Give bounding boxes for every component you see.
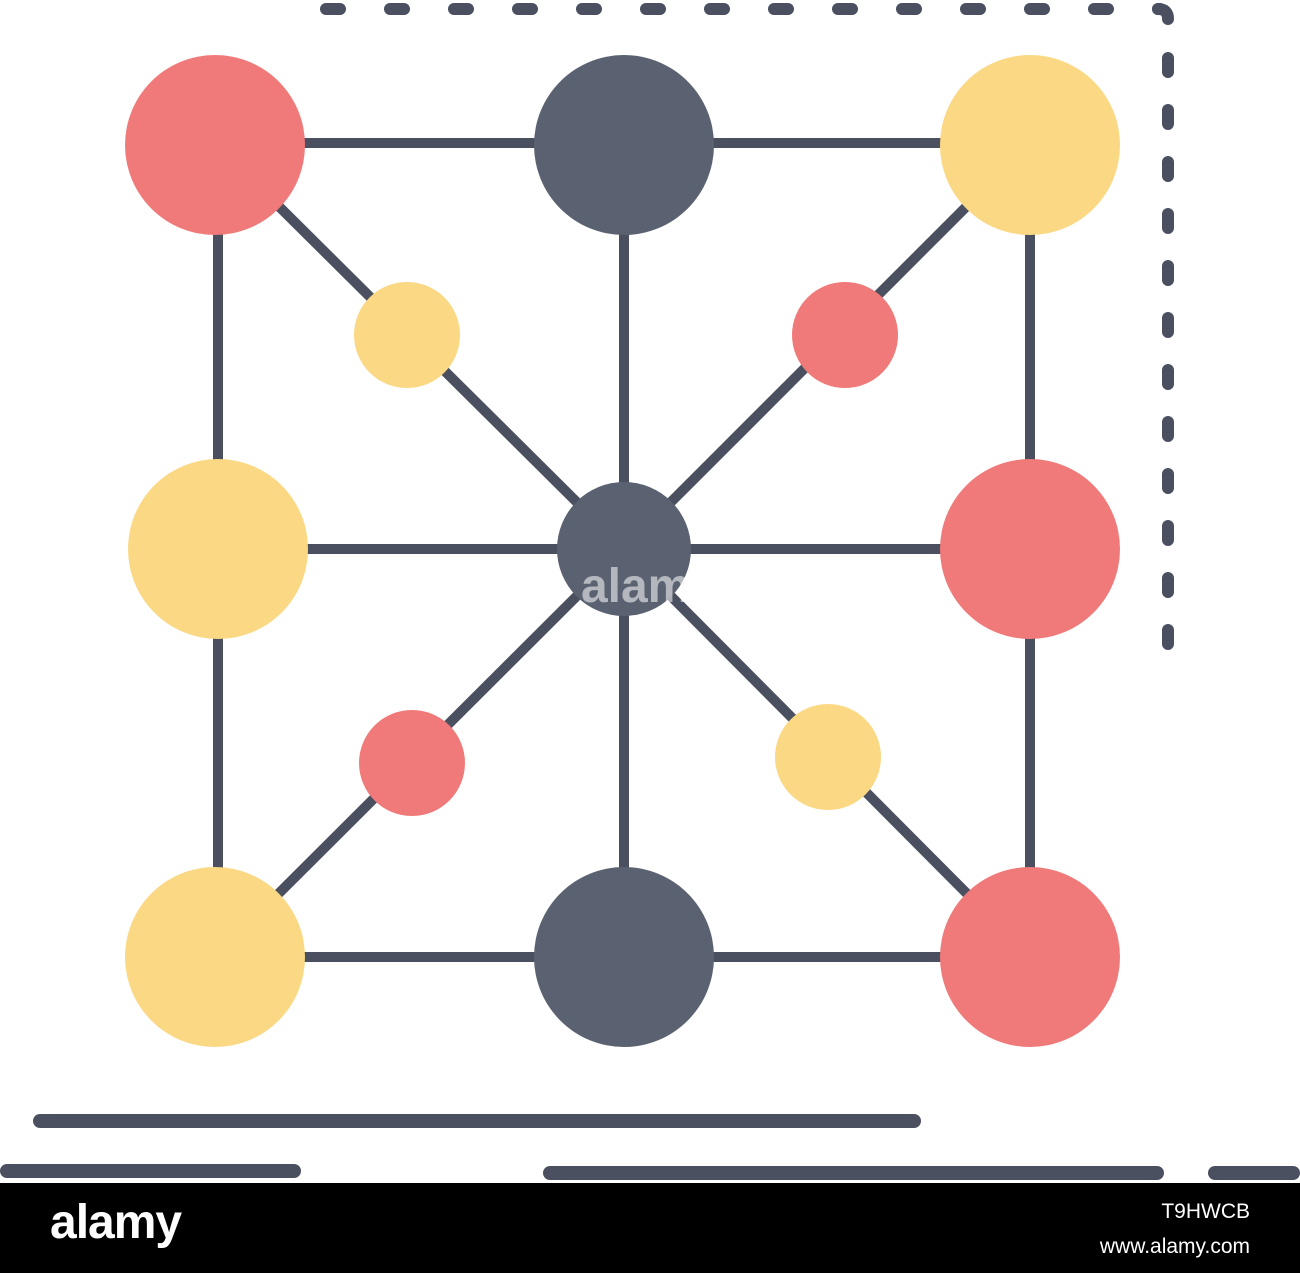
node-bottom-right	[940, 867, 1120, 1047]
node-inner-top-right	[792, 282, 898, 388]
illustration-canvas: alamy	[0, 3, 1300, 1180]
node-inner-top-left	[354, 282, 460, 388]
node-top-right	[940, 55, 1120, 235]
nodes	[125, 55, 1120, 1047]
dashed-corner-bracket	[320, 3, 1174, 664]
watermark-text: alamy	[581, 560, 717, 613]
node-top-left	[125, 55, 305, 235]
network-grid-icon: alamy	[0, 3, 1300, 1180]
node-center	[557, 482, 691, 616]
node-top-center	[534, 55, 714, 235]
node-middle-right	[940, 459, 1120, 639]
baseline-bars	[0, 1114, 1300, 1180]
node-inner-bottom-left	[359, 710, 465, 816]
node-bottom-center	[534, 867, 714, 1047]
dashed-corner	[1152, 3, 1174, 25]
brand-logo-text: alamy	[50, 1196, 182, 1249]
site-url-label: www.alamy.com	[1099, 1235, 1250, 1258]
image-id-label: T9HWCB	[1161, 1200, 1250, 1223]
node-middle-left	[128, 459, 308, 639]
stock-footer-band: alamy T9HWCB www.alamy.com	[0, 1183, 1300, 1273]
node-bottom-left	[125, 867, 305, 1047]
node-inner-bottom-right	[775, 704, 881, 810]
